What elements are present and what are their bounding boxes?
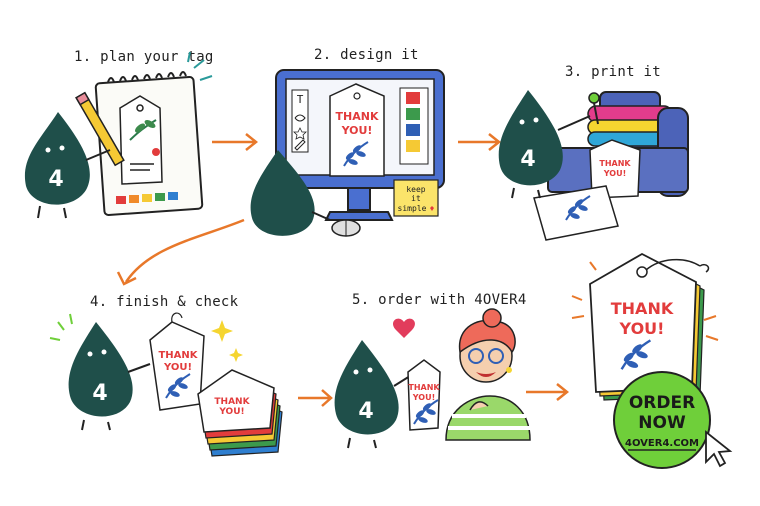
- svg-text:YOU!: YOU!: [163, 362, 192, 373]
- monitor: T THANK YOU!: [275, 69, 445, 221]
- inspected-tag: THANK YOU!: [149, 312, 205, 411]
- palette-red: [406, 92, 420, 104]
- mascot-drop-4: 4: [68, 322, 151, 431]
- step-2-label: 2. design it: [314, 47, 419, 63]
- svg-text:THANK: THANK: [408, 383, 440, 392]
- arrow-4-to-5: [298, 389, 333, 407]
- svg-text:THANK: THANK: [599, 159, 631, 168]
- step-3-illustration: THANK YOU! 4: [498, 90, 689, 241]
- printed-sheet: [533, 185, 619, 241]
- mascot-number: 4: [48, 167, 63, 192]
- svg-text:keep: keep: [406, 185, 425, 194]
- final-tag-line1: THANK: [611, 299, 674, 318]
- cta-line3: 4OVER4.COM: [625, 438, 699, 449]
- swatch-orange: [129, 195, 139, 203]
- palette-green: [406, 108, 420, 120]
- sketch-notebook: [94, 71, 204, 216]
- step-2-illustration: T THANK YOU! keep it simple: [250, 69, 445, 237]
- svg-text:4: 4: [92, 381, 107, 406]
- arrow-5-to-final: [526, 383, 570, 401]
- arrow-to-step-4: [116, 218, 245, 286]
- happy-customer: [445, 308, 531, 441]
- heart-icon: [430, 206, 434, 211]
- swatch-yellow: [142, 194, 152, 202]
- pencil-icon: [75, 91, 125, 167]
- palette-blue: [406, 124, 420, 136]
- screen-tag-line2: YOU!: [341, 124, 373, 137]
- mascot-drop-2: [250, 150, 331, 236]
- cta-line1: ORDER: [629, 393, 695, 413]
- step-3-label: 3. print it: [565, 64, 662, 80]
- svg-text:YOU!: YOU!: [603, 169, 626, 178]
- mouse-icon: [331, 219, 361, 237]
- star-tool-icon: [293, 127, 307, 140]
- svg-text:YOU!: YOU!: [218, 407, 244, 417]
- mascot-drop-3: 4: [498, 90, 591, 199]
- mascot-drop-1: 4: [24, 112, 111, 219]
- palette-yellow: [406, 140, 420, 152]
- svg-text:4: 4: [358, 399, 373, 424]
- check-sparkle-lines: [49, 313, 73, 341]
- svg-text:it: it: [411, 194, 421, 203]
- step-1-illustration: 4: [24, 51, 213, 219]
- glasses-icon: [468, 348, 484, 364]
- mouse-cursor-icon: [705, 430, 733, 468]
- step-5-illustration: 4 THANK YOU!: [334, 308, 531, 449]
- step-4-label: 4. finish & check: [90, 294, 239, 310]
- cta-line2: NOW: [638, 413, 686, 433]
- svg-text:simple: simple: [398, 204, 427, 213]
- arrow-2-to-3: [458, 133, 502, 151]
- final-tag-line2: YOU!: [619, 319, 665, 338]
- final-burst-lines: [571, 261, 719, 341]
- final-tag-stack: THANK YOU!: [571, 252, 719, 401]
- mascot-drop-5: 4: [334, 340, 411, 449]
- swatch-green: [155, 193, 165, 201]
- order-now-button[interactable]: ORDER NOW 4OVER4.COM: [613, 371, 711, 469]
- step-5-label: 5. order with 4OVER4: [352, 292, 527, 308]
- tag-stack: THANK YOU!: [197, 369, 283, 457]
- brush-tool-icon: [294, 139, 306, 151]
- handed-tag: THANK YOU!: [407, 359, 441, 431]
- svg-text:4: 4: [520, 147, 535, 172]
- lever-knob: [588, 92, 600, 104]
- arrow-1-to-2: [212, 133, 259, 151]
- step-1-label: 1. plan your tag: [74, 49, 214, 65]
- screen-tag-line1: THANK: [336, 110, 379, 123]
- heart-icon: [393, 318, 415, 338]
- svg-text:THANK: THANK: [158, 350, 198, 361]
- svg-text:THANK: THANK: [214, 397, 250, 407]
- text-tool-icon: T: [297, 93, 304, 106]
- sticky-note: keep it simple: [393, 179, 439, 217]
- swatch-blue: [168, 192, 178, 200]
- sparkle-lines: [187, 51, 213, 81]
- leaf-tool-icon: [294, 114, 306, 122]
- step-4-illustration: 4 THANK YOU! THANK YOU!: [49, 312, 283, 457]
- sparkle-icon: [211, 320, 243, 362]
- swatch-red: [116, 196, 126, 204]
- svg-text:YOU!: YOU!: [412, 393, 435, 402]
